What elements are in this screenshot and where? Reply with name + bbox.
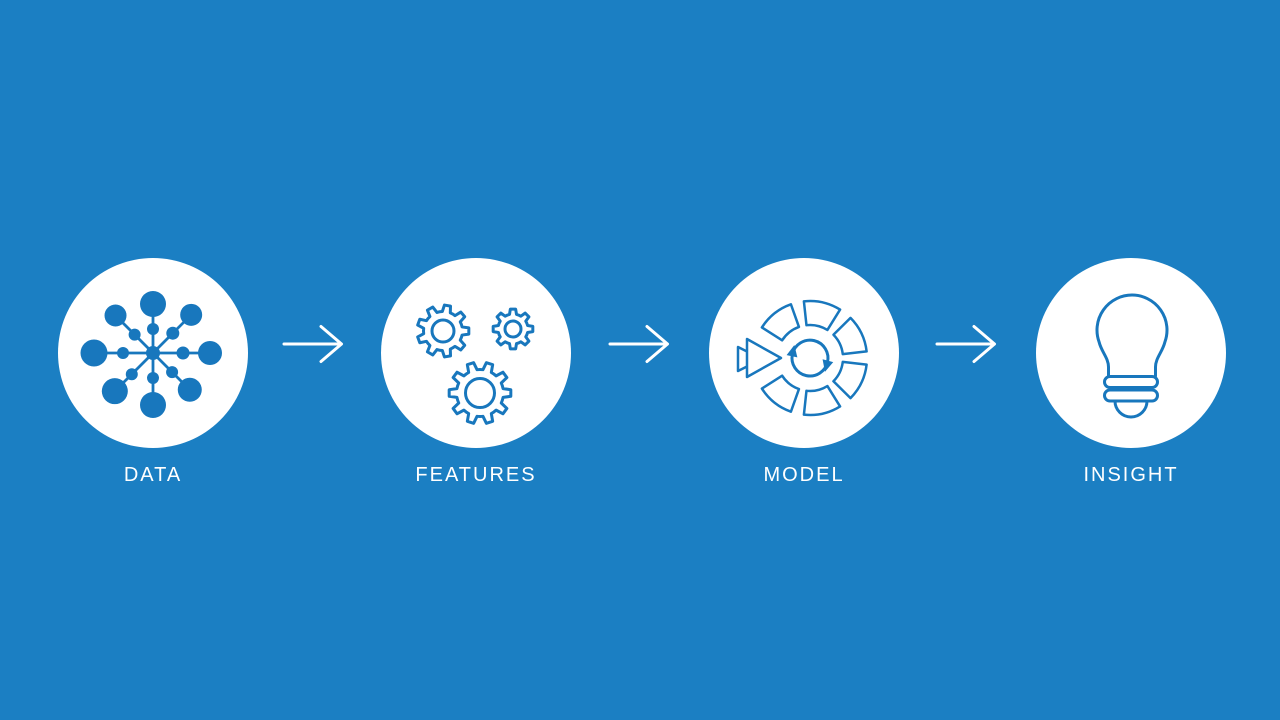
step-data-circle [58, 258, 248, 448]
connector-1 [282, 324, 346, 364]
connector-3 [935, 324, 999, 364]
step-insight-label: INSIGHT [1083, 464, 1179, 486]
step-insight-circle [1036, 258, 1226, 448]
step-insight: INSIGHT [1036, 258, 1226, 487]
right-arrow-icon [935, 325, 996, 363]
gears-icon [416, 303, 535, 425]
step-model-circle [709, 258, 899, 448]
connector-2 [608, 324, 672, 364]
model-cycle-icon [736, 299, 868, 417]
step-data: DATA [58, 258, 248, 487]
step-model-label: MODEL [763, 464, 845, 486]
step-features-label: FEATURES [415, 464, 537, 486]
step-features-circle [381, 258, 571, 448]
step-features: FEATURES [381, 258, 571, 487]
right-arrow-icon [282, 325, 343, 363]
lightbulb-icon [1095, 293, 1169, 419]
right-arrow-icon [608, 325, 669, 363]
step-model: MODEL [709, 258, 899, 487]
step-data-label: DATA [123, 464, 183, 486]
data-network-icon [80, 291, 222, 418]
